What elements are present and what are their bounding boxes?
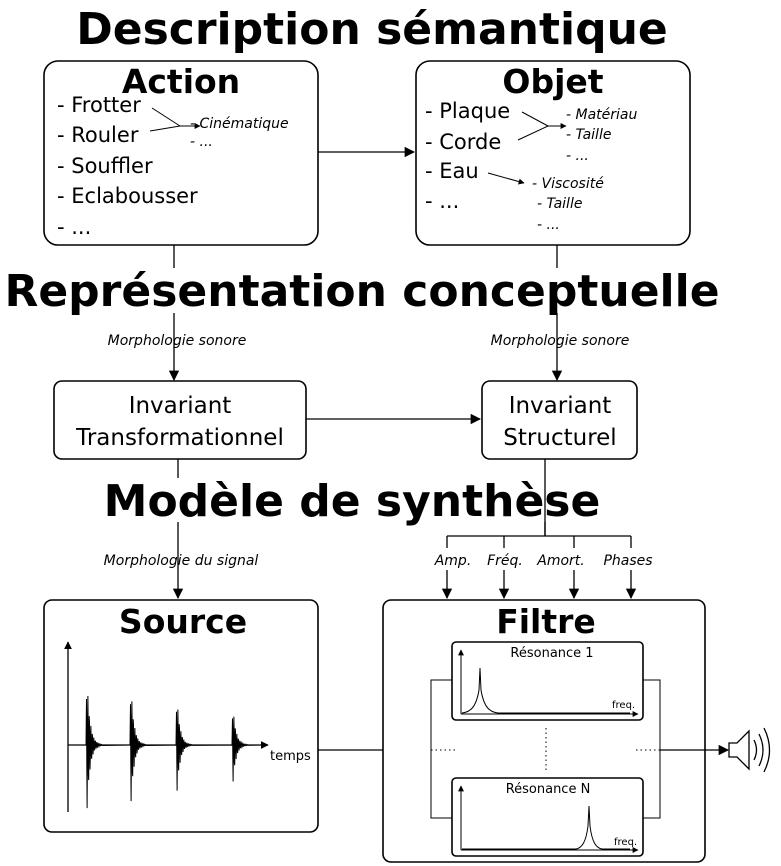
- resonance-n-label: Résonance N: [506, 782, 591, 797]
- invariant-transform-line2: Transformationnel: [75, 425, 284, 451]
- objet-item-corde: - Corde: [425, 130, 501, 154]
- action-sub-lines: [149, 107, 181, 132]
- param-amort: Amort.: [536, 553, 584, 569]
- source-waveform: [70, 695, 263, 809]
- resonance-1-label: Résonance 1: [510, 646, 593, 661]
- action-item-eclabousser: - Eclabousser: [57, 184, 198, 208]
- action-box-frame: [43, 60, 319, 246]
- objet-item-plaque: - Plaque: [425, 99, 510, 123]
- edge-label-morph-signal: Morphologie du signal: [104, 553, 259, 569]
- section-title-semantic: Description sémantique: [76, 4, 668, 55]
- section-title-synthesis: Modèle de synthèse: [104, 476, 601, 527]
- objet-sub2-more: - ...: [537, 217, 560, 233]
- resonance-n-x-label: freq.: [614, 837, 637, 848]
- objet-sub2-arrow: [487, 172, 525, 185]
- objet-sub2-taille: - Taille: [537, 196, 582, 212]
- objet-sub1-lines: [517, 111, 549, 141]
- resonance-n-frame: [451, 777, 644, 857]
- resonance-1: Résonance 1 freq.: [451, 641, 644, 721]
- objet-item-more: - ...: [425, 189, 459, 213]
- filtre-bank-left: [430, 679, 452, 819]
- action-sub-cinematique: - Cinématique: [190, 116, 289, 132]
- section-title-conceptual: Représentation conceptuelle: [4, 266, 719, 317]
- invariant-struct-box: Invariant Structurel: [481, 380, 638, 460]
- objet-sub1-materiau: - Matériau: [566, 107, 637, 123]
- objet-sub1-taille: - Taille: [566, 127, 611, 143]
- invariant-struct-frame: [481, 380, 638, 460]
- action-sub-more: - ...: [190, 134, 213, 150]
- filtre-box: Filtre Résonance 1 freq. Résonance N fre…: [382, 599, 706, 863]
- source-box-frame: [43, 599, 319, 833]
- section-title-conceptual-bg: [10, 268, 715, 313]
- action-item-souffler: - Souffler: [57, 154, 153, 178]
- resonance-1-x-label: freq.: [612, 700, 635, 711]
- invariant-struct-line1: Invariant: [509, 393, 612, 419]
- objet-box-frame: [415, 60, 691, 246]
- action-box: Action - Frotter - Rouler - Souffler - E…: [43, 60, 319, 246]
- objet-item-eau: - Eau: [425, 159, 479, 183]
- invariant-transform-line1: Invariant: [129, 393, 232, 419]
- edge-label-morph-sonore-right: Morphologie sonore: [491, 333, 630, 349]
- objet-title: Objet: [502, 62, 603, 101]
- invariant-struct-line2: Structurel: [503, 425, 616, 451]
- action-item-frotter: - Frotter: [57, 93, 141, 117]
- source-x-label: temps: [270, 749, 311, 764]
- resonance-1-frame: [451, 641, 644, 721]
- source-title: Source: [119, 602, 247, 641]
- resonance-n-peak: [462, 805, 630, 850]
- objet-sub1-more: - ...: [566, 148, 589, 164]
- speaker-icon: [728, 727, 771, 773]
- action-item-more: - ...: [57, 215, 91, 239]
- objet-sub2-viscosite: - Viscosité: [532, 176, 604, 192]
- param-amp: Amp.: [434, 553, 472, 569]
- source-box: Source temps: [43, 599, 319, 833]
- resonance-1-peak: [461, 667, 630, 714]
- param-phases: Phases: [603, 553, 652, 569]
- filtre-title: Filtre: [496, 602, 596, 641]
- param-freq: Fréq.: [487, 553, 523, 569]
- action-title: Action: [122, 62, 240, 101]
- action-item-rouler: - Rouler: [57, 123, 139, 147]
- section-title-synthesis-bg: [100, 478, 600, 522]
- resonance-n: Résonance N freq.: [451, 777, 644, 857]
- invariant-transform-frame: [53, 380, 307, 460]
- objet-box: Objet - Plaque - Corde - Eau - ... - Mat…: [415, 60, 691, 246]
- edge-label-morph-sonore-left: Morphologie sonore: [108, 333, 247, 349]
- filtre-bank-right: [643, 679, 661, 819]
- invariant-transform-box: Invariant Transformationnel: [53, 380, 307, 460]
